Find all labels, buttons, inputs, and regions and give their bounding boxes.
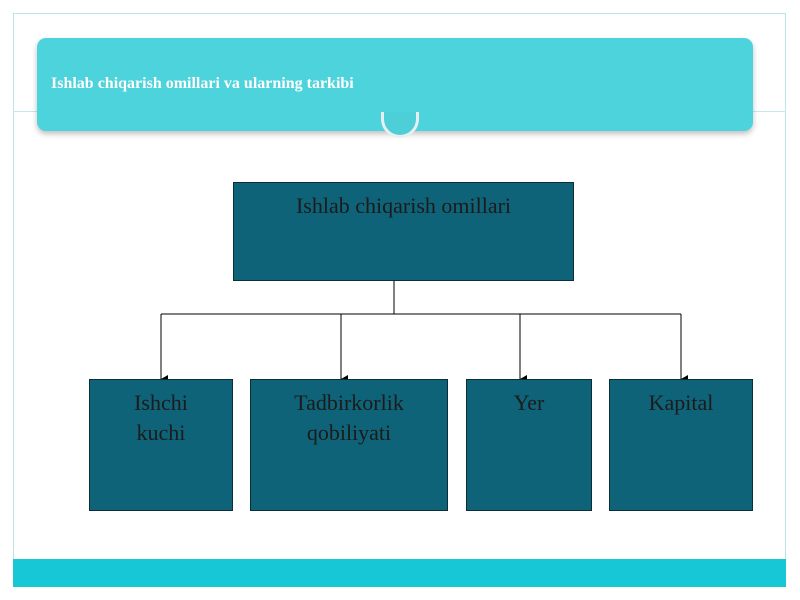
bottom-accent-bar [13,559,786,587]
child-node-yer: Yer [466,379,592,511]
child-node-ishchi-kuchi: Ishchi kuchi [89,379,233,511]
root-node: Ishlab chiqarish omillari [233,182,574,281]
child-node-label-line1: Kapital [648,390,714,415]
root-node-label: Ishlab chiqarish omillari [295,193,512,218]
child-node-label-line1: Ishchi [134,390,188,415]
slide-title: Ishlab chiqarish omillari va ularning ta… [51,75,354,92]
child-node-kapital: Kapital [609,379,753,511]
child-node-label-line2: kuchi [136,420,186,445]
child-node-label-line2: qobiliyati [306,420,392,445]
child-node-label-line1: Yer [513,390,545,415]
child-node-label-line1: Tadbirkorlik [294,390,404,415]
child-node-tadbirkorlik: Tadbirkorlik qobiliyati [250,379,448,511]
